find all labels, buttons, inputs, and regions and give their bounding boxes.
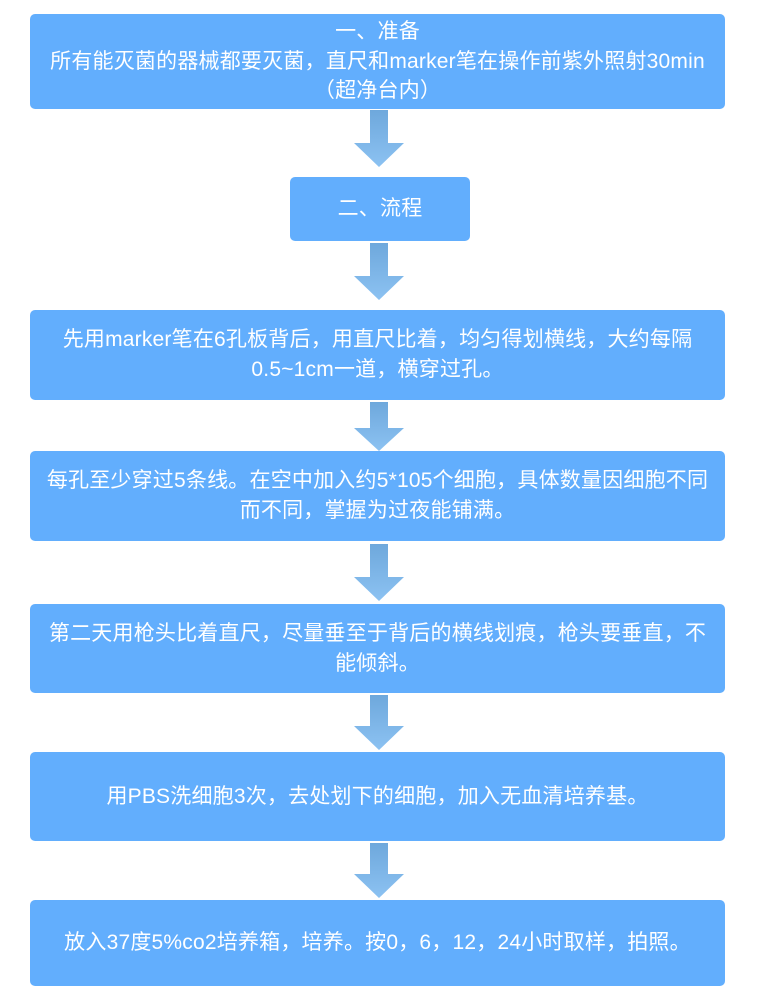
node-label: 第二天用枪头比着直尺，尽量垂至于背后的横线划痕，枪头要垂直，不能倾斜。 bbox=[48, 621, 707, 675]
down-arrow-icon bbox=[353, 243, 405, 301]
flowchart-node-step-3[interactable]: 第二天用枪头比着直尺，尽量垂至于背后的横线划痕，枪头要垂直，不能倾斜。 bbox=[30, 604, 725, 693]
down-arrow-icon bbox=[353, 843, 405, 899]
down-arrow-icon bbox=[353, 544, 405, 602]
flowchart-node-step-2[interactable]: 每孔至少穿过5条线。在空中加入约5*105个细胞，具体数量因细胞不同而不同，掌握… bbox=[30, 451, 725, 541]
node-label: 先用marker笔在6孔板背后，用直尺比着，均匀得划横线，大约每隔0.5~1cm… bbox=[62, 328, 693, 381]
flowchart-node-step-4[interactable]: 用PBS洗细胞3次，去处划下的细胞，加入无血清培养基。 bbox=[30, 752, 725, 841]
flowchart-node-step-5[interactable]: 放入37度5%co2培养箱，培养。按0，6，12，24小时取样，拍照。 bbox=[30, 900, 725, 986]
down-arrow-icon bbox=[353, 695, 405, 751]
node-label: 每孔至少穿过5条线。在空中加入约5*105个细胞，具体数量因细胞不同而不同，掌握… bbox=[46, 469, 709, 522]
node-label: 用PBS洗细胞3次，去处划下的细胞，加入无血清培养基。 bbox=[106, 784, 649, 808]
node-label: 放入37度5%co2培养箱，培养。按0，6，12，24小时取样，拍照。 bbox=[64, 931, 691, 955]
down-arrow-icon bbox=[353, 402, 405, 452]
node-label: 二、流程 bbox=[337, 197, 423, 221]
down-arrow-icon bbox=[353, 110, 405, 168]
flowchart-node-procedure-heading[interactable]: 二、流程 bbox=[290, 177, 470, 241]
node-label: 一、准备 所有能灭菌的器械都要灭菌，直尺和marker笔在操作前紫外照射30mi… bbox=[50, 19, 705, 103]
flowchart-node-step-1[interactable]: 先用marker笔在6孔板背后，用直尺比着，均匀得划横线，大约每隔0.5~1cm… bbox=[30, 310, 725, 400]
flowchart-node-preparation[interactable]: 一、准备 所有能灭菌的器械都要灭菌，直尺和marker笔在操作前紫外照射30mi… bbox=[30, 14, 725, 109]
